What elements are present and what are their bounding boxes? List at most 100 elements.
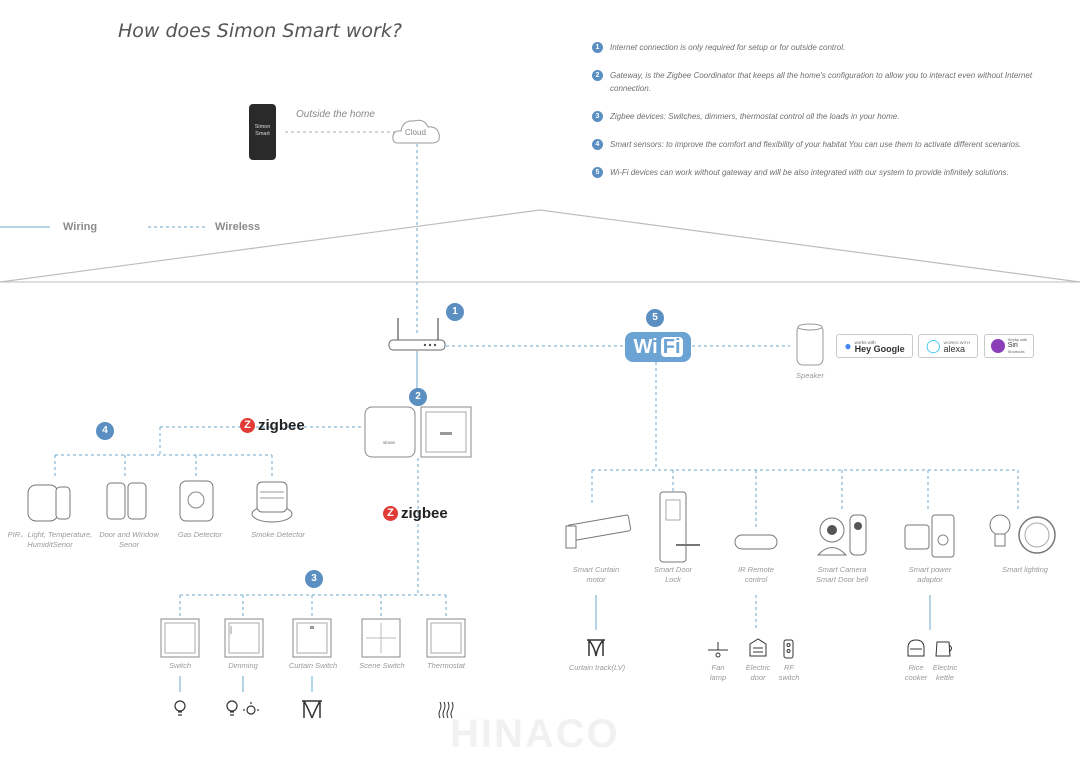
pir-sensor-icon — [27, 484, 71, 522]
zigbee-mark-icon: Z — [240, 418, 255, 433]
note-text: Zigbee devices: Switches, dimmers, therm… — [610, 112, 900, 121]
rf-switch-label: RF switch — [778, 663, 800, 682]
door-window-sensor-icon — [106, 482, 147, 520]
switch-panel-icon — [160, 618, 200, 658]
badge-3: 3 — [305, 570, 323, 588]
notes-list: 1 Internet connection is only required f… — [592, 41, 1072, 194]
curtain-switch-panel-icon — [292, 618, 332, 658]
note-item: 2 Gateway, is the Zigbee Coordinator tha… — [592, 69, 1072, 95]
gateway-brand-text: simon — [383, 440, 396, 445]
zigbee-text: zigbee — [401, 505, 448, 522]
outside-home-label: Outside the home — [296, 109, 375, 120]
google-dots-icon: ● — [844, 339, 852, 353]
note-text: Smart sensors: to improve the comfort an… — [610, 140, 1022, 149]
phone-text-line1: Simon — [254, 124, 271, 130]
thermostat-label: Thermostat — [427, 661, 465, 670]
zigbee-mark-icon: Z — [383, 506, 398, 521]
smart-lighting-label: Smart lighting — [1002, 565, 1048, 574]
door-lock-label: Smart Door Lock — [653, 565, 693, 584]
gas-detector-icon — [179, 480, 214, 522]
switch-label: Switch — [168, 661, 192, 670]
dimming-label: Dimming — [228, 661, 258, 670]
alexa-ring-icon: ◯ — [925, 338, 941, 353]
router-icon — [388, 318, 446, 351]
camera-icon — [816, 517, 848, 556]
house-roof — [0, 209, 1080, 283]
alexa-badge: ◯ WORKS WITH alexa — [918, 334, 978, 358]
electric-kettle-label: Electric kettle — [932, 663, 958, 682]
electric-door-icon — [749, 638, 767, 657]
fan-lamp-label: Fan lamp — [709, 663, 727, 682]
sensor-label-pir: PIR、Light, Temperature, HumiditSenor — [7, 530, 93, 549]
door-lock-icon — [659, 491, 700, 563]
heating-icon — [438, 701, 454, 719]
dimming-panel-icon — [224, 618, 264, 658]
phone-text-line2: Smart — [255, 131, 270, 137]
legend-wiring-label: Wiring — [63, 221, 98, 233]
zigbee-logo-switches: Z zigbee — [383, 505, 448, 522]
siri-sub-text: Shortcuts — [1007, 349, 1025, 354]
bulb-icon — [174, 700, 186, 716]
siri-text: Siri — [1007, 342, 1018, 349]
electric-kettle-icon — [935, 641, 952, 657]
phone-icon: Simon Smart — [249, 104, 276, 160]
wifi-fi-text: Fi — [660, 336, 683, 358]
speaker-label: Speaker — [796, 371, 824, 380]
sensor-label-door-window: Door and Window Senor — [99, 530, 159, 549]
google-text: Hey Google — [854, 344, 905, 354]
scene-switch-panel-icon — [361, 618, 401, 658]
watermark: HINACO — [450, 712, 620, 756]
note-item: 4 Smart sensors: to improve the comfort … — [592, 138, 1072, 151]
alexa-text: alexa — [943, 344, 966, 354]
gateway-panel-icon — [420, 406, 472, 458]
sensor-label-smoke: Smoke Detector — [251, 530, 305, 539]
curtain-track-label: Curtain track(LV) — [568, 663, 626, 672]
note-item: 5 Wi-Fi devices can work without gateway… — [592, 166, 1072, 179]
power-adaptor-icon — [904, 514, 955, 558]
siri-badge: Works with Siri Shortcuts — [984, 334, 1034, 358]
note-item: 3 Zigbee devices: Switches, dimmers, the… — [592, 110, 1072, 123]
power-adaptor-label: Smart power adaptor — [908, 565, 952, 584]
badge-5: 5 — [646, 309, 664, 327]
zigbee-text: zigbee — [258, 417, 305, 434]
note-number: 2 — [592, 70, 603, 81]
speaker-icon — [796, 323, 824, 366]
rf-switch-icon — [783, 639, 794, 659]
siri-small-text: Works with — [1007, 337, 1028, 342]
dimmable-bulb-icon — [226, 700, 259, 716]
note-number: 1 — [592, 42, 603, 53]
cloud-icon — [392, 119, 440, 144]
note-text: Gateway, is the Zigbee Coordinator that … — [610, 71, 1033, 93]
curtain-track-icon — [587, 639, 605, 657]
note-text: Wi-Fi devices can work without gateway a… — [610, 168, 1009, 177]
legend-wireless-label: Wireless — [215, 221, 261, 233]
thermostat-panel-icon — [426, 618, 466, 658]
page-title: How does Simon Smart work? — [118, 20, 402, 42]
smoke-detector-icon — [251, 481, 293, 523]
curtain-switch-label: Curtain Switch — [288, 661, 338, 670]
curtain-motor-label: Smart Curtain motor — [572, 565, 620, 584]
wifi-logo: Wi Fi — [625, 332, 691, 362]
doorbell-icon — [849, 514, 867, 556]
google-badge: ● works with Hey Google — [836, 334, 913, 358]
smart-lighting-icon — [989, 514, 1056, 554]
ir-remote-icon — [734, 534, 778, 550]
wifi-wi-text: Wi — [633, 335, 658, 358]
camera-doorbell-label: Smart Camera Smart Door bell — [815, 565, 869, 584]
siri-orb-icon — [990, 339, 1005, 353]
electric-door-label: Electric door — [745, 663, 771, 682]
alexa-small-text: WORKS WITH — [943, 340, 970, 345]
gateway-hub-icon — [364, 406, 416, 458]
note-number: 4 — [592, 139, 603, 150]
note-number: 5 — [592, 167, 603, 178]
google-small-text: works with — [854, 340, 876, 345]
note-number: 3 — [592, 111, 603, 122]
cloud-label: Cloud — [405, 128, 426, 137]
curtain-icon — [302, 700, 322, 719]
curtain-motor-icon — [565, 514, 632, 549]
zigbee-logo-sensors: Z zigbee — [240, 417, 305, 434]
badge-1: 1 — [446, 303, 464, 321]
note-item: 1 Internet connection is only required f… — [592, 41, 1072, 54]
scene-switch-label: Scene Switch — [359, 661, 405, 670]
